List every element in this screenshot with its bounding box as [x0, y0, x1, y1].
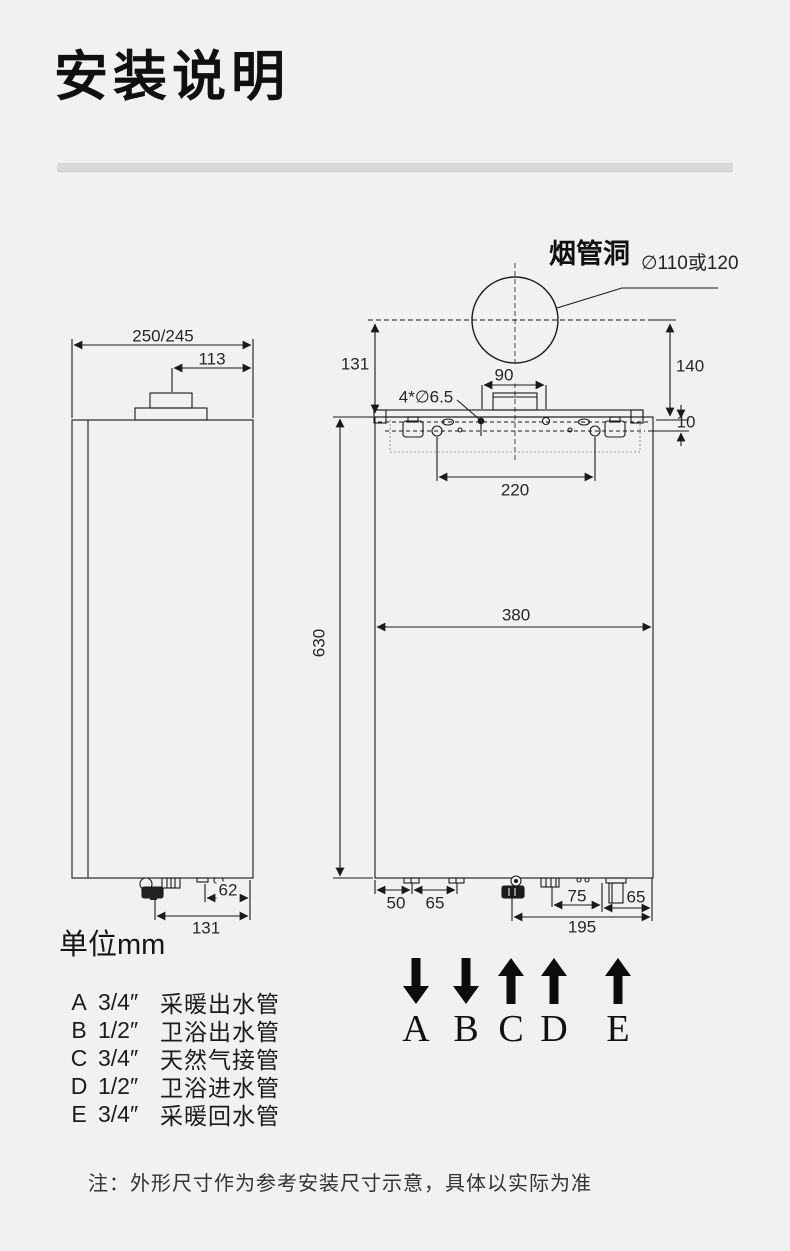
dim-front-holes: 4*∅6.5 [396, 387, 456, 407]
dim-front-630: 630 [309, 628, 329, 658]
flow-letter-d: D [540, 1008, 568, 1050]
flue-hole-diameter: ∅110或120 [641, 253, 739, 274]
legend-size: 1/2″ [98, 1072, 139, 1099]
legend-name: 采暖回水管 [160, 1103, 280, 1129]
legend-name: 卫浴出水管 [160, 1019, 280, 1045]
dim-side-62: 62 [216, 880, 240, 900]
legend-row-e: E 3/4″ 采暖回水管 [66, 1100, 280, 1130]
legend-row-c: C 3/4″ 天然气接管 [66, 1044, 280, 1074]
legend-letter: A [71, 988, 87, 1015]
flow-a: A [394, 958, 438, 1048]
flow-arrow-d-icon [541, 958, 567, 1004]
dim-front-380: 380 [501, 605, 531, 625]
side-view [71, 339, 254, 921]
dim-front-65b: 65 [626, 887, 646, 907]
dim-front-10: 10 [676, 412, 696, 432]
dim-front-90: 90 [492, 365, 516, 385]
legend-letter: E [71, 1100, 87, 1127]
unit-label: 单位mm [59, 929, 166, 961]
dim-side-131: 131 [191, 918, 221, 938]
dim-front-75: 75 [567, 886, 587, 906]
legend-name: 天然气接管 [160, 1047, 280, 1073]
dim-front-131: 131 [340, 354, 370, 374]
legend-row-a: A 3/4″ 采暖出水管 [66, 988, 280, 1018]
legend-size: 3/4″ [98, 1044, 139, 1071]
flow-arrow-b-icon [453, 958, 479, 1004]
legend-row-d: D 1/2″ 卫浴进水管 [66, 1072, 280, 1102]
legend-size: 3/4″ [98, 1100, 139, 1127]
dim-front-220: 220 [498, 480, 532, 500]
dim-side-width: 250/245 [130, 326, 196, 346]
legend-letter: C [70, 1044, 88, 1071]
flow-c: C [489, 958, 533, 1048]
flow-letter-c: C [498, 1008, 524, 1050]
dim-front-195: 195 [567, 917, 597, 937]
title-divider [57, 163, 733, 172]
footnote: 注：外形尺寸作为参考安装尺寸示意，具体以实际为准 [88, 1173, 592, 1195]
flow-e: E [596, 958, 640, 1048]
flow-arrow-a-icon [403, 958, 429, 1004]
legend-size: 3/4″ [98, 988, 139, 1015]
flow-letter-e: E [606, 1008, 630, 1050]
front-view [333, 263, 718, 922]
legend-name: 卫浴进水管 [160, 1075, 280, 1101]
dim-front-50: 50 [386, 893, 406, 913]
legend-size: 1/2″ [98, 1016, 139, 1043]
legend-letter: B [71, 1016, 87, 1043]
flow-d: D [532, 958, 576, 1048]
flue-hole-label: 烟管洞 [549, 239, 630, 269]
flow-letter-a: A [402, 1008, 430, 1050]
flow-arrow-c-icon [498, 958, 524, 1004]
dim-front-140: 140 [675, 356, 705, 376]
pipe-legend: A 3/4″ 采暖出水管 B 1/2″ 卫浴出水管 C 3/4″ 天然气接管 D… [66, 988, 280, 1130]
flow-b: B [444, 958, 488, 1048]
flow-arrow-e-icon [605, 958, 631, 1004]
dim-side-flue-offset: 113 [196, 349, 228, 369]
legend-row-b: B 1/2″ 卫浴出水管 [66, 1016, 280, 1046]
page-title: 安装说明 [54, 47, 290, 107]
legend-letter: D [70, 1072, 88, 1099]
legend-name: 采暖出水管 [160, 991, 280, 1017]
flow-letter-b: B [453, 1008, 479, 1050]
dim-front-65a: 65 [425, 893, 445, 913]
